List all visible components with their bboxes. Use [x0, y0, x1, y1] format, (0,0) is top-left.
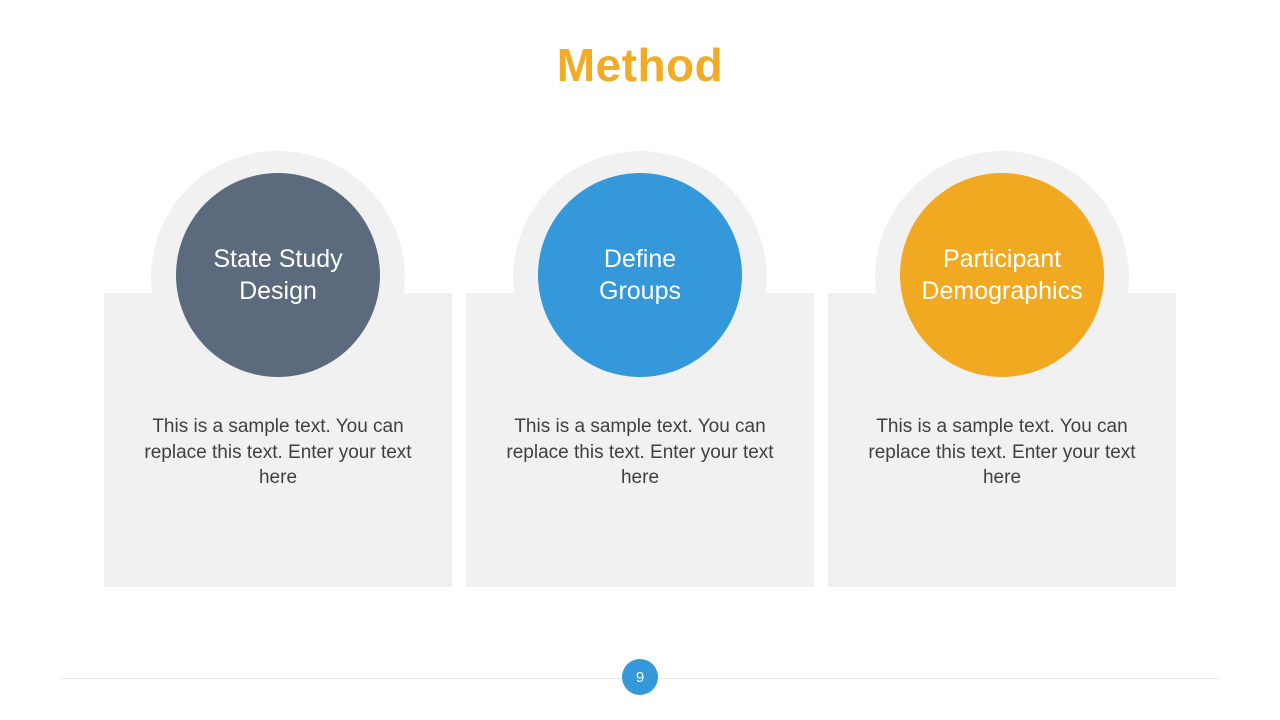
- step-1-body-text: This is a sample text. You can replace t…: [144, 416, 412, 488]
- page-number-badge: 9: [622, 659, 658, 695]
- step-3-circle[interactable]: Participant Demographics: [900, 173, 1104, 377]
- step-1-circle[interactable]: State Study Design: [176, 173, 380, 377]
- page-title: Method: [556, 39, 724, 91]
- step-1-circle-label: State Study Design: [213, 245, 343, 305]
- step-2-body-text: This is a sample text. You can replace t…: [506, 416, 774, 488]
- method-step-2[interactable]: Define Groups This is a sample text. You…: [466, 151, 814, 587]
- step-3-body-text: This is a sample text. You can replace t…: [868, 416, 1136, 488]
- method-step-3[interactable]: Participant Demographics This is a sampl…: [828, 151, 1176, 587]
- method-step-1[interactable]: State Study Design This is a sample text…: [104, 151, 452, 587]
- method-steps-container: State Study Design This is a sample text…: [104, 151, 1176, 587]
- step-2-circle[interactable]: Define Groups: [538, 173, 742, 377]
- step-2-circle-label: Define Groups: [599, 245, 681, 305]
- step-3-circle-label: Participant Demographics: [921, 245, 1083, 305]
